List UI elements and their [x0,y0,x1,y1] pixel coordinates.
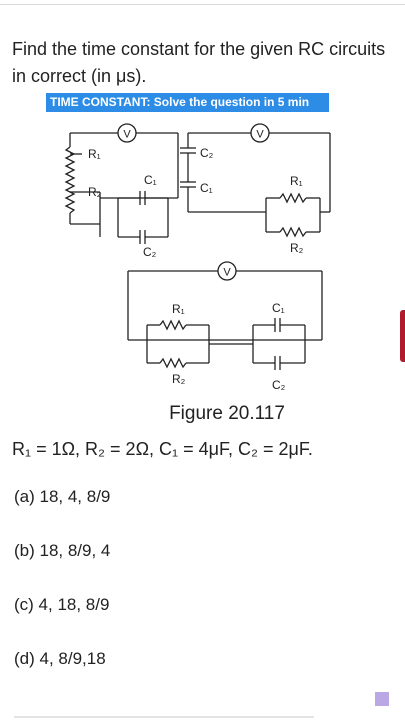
option-c[interactable]: (c) 4, 18, 8/9 [14,595,110,614]
voltmeter-label: V [223,267,231,279]
r2-label: R₂ [290,241,304,255]
corner-widget[interactable] [375,692,389,706]
r1-label: R₁ [290,174,303,188]
circuit-3: V R₁ R₂ C₁ C₂ [127,261,323,392]
option-d[interactable]: (d) 4, 8/9,18 [14,649,106,668]
c2-label: C₂ [272,378,286,392]
bottom-divider [14,716,314,718]
r1-label: R₁ [172,302,185,316]
voltmeter-label: V [256,129,264,141]
r2-label: R₂ [172,372,186,386]
circuit-1: V R₁ R₂ C₁ [64,123,179,259]
voltmeter-icon-1 [117,123,137,143]
c1-label: C₁ [144,173,157,187]
circuit-2: V C₂ C₁ R₁ R₂ [180,123,331,255]
given-values: R₁ = 1Ω, R₂ = 2Ω, C₁ = 4μF, C₂ = 2μF. [12,439,313,459]
option-a[interactable]: (a) 18, 4, 8/9 [14,487,111,506]
r1-label: R₁ [88,147,101,161]
option-b[interactable]: (b) 18, 8/9, 4 [14,541,111,560]
circuit-figure: V R₁ R₂ C₁ [0,112,405,492]
c1-label: C₁ [272,301,285,315]
c2-label: C₂ [143,245,157,259]
c1-label: C₁ [200,181,213,195]
top-divider [0,4,405,5]
figure-caption: Figure 20.117 [169,403,285,424]
c2-label: C₂ [200,146,214,160]
voltmeter-icon-3 [217,261,237,281]
side-tab-handle[interactable] [400,310,405,362]
timer-banner: TIME CONSTANT: Solve the question in 5 m… [46,93,329,112]
voltmeter-icon-2 [250,123,270,143]
voltmeter-label: V [123,129,131,141]
question-text: Find the time constant for the given RC … [12,39,386,86]
